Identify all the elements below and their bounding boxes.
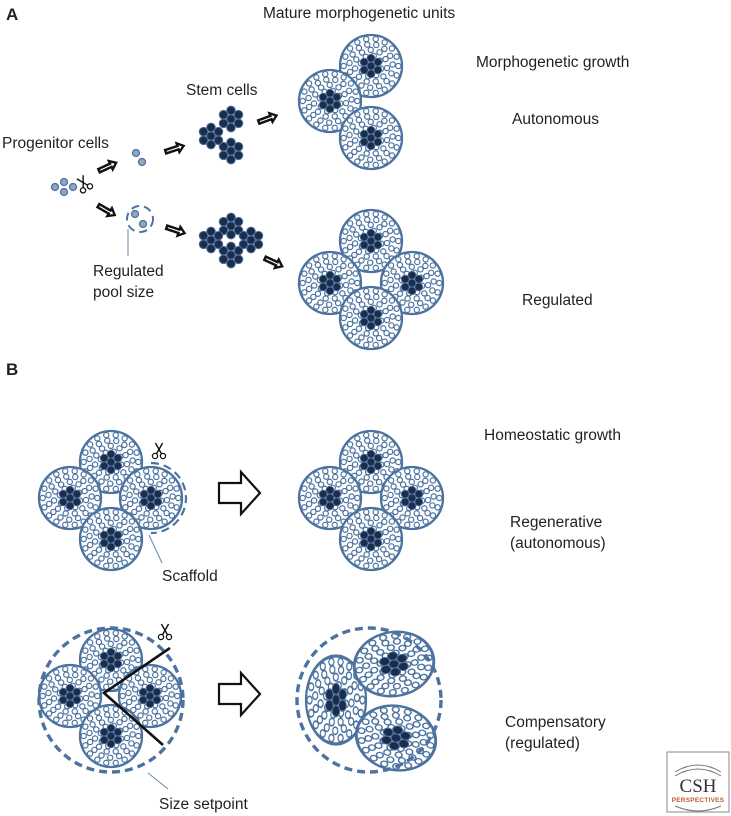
panel-a-letter: A bbox=[6, 5, 18, 24]
regenerative-label-line2: (autonomous) bbox=[510, 535, 606, 552]
unit-regulated-top bbox=[338, 208, 404, 274]
size-setpoint-label: Size setpoint bbox=[159, 796, 248, 813]
outline-arrow-icon bbox=[217, 670, 262, 718]
regulated-pool bbox=[126, 205, 154, 256]
unit-regen-after-right bbox=[379, 465, 445, 531]
stem-cells-label: Stem cells bbox=[186, 82, 258, 99]
scissors-icon bbox=[157, 623, 173, 641]
scissors-icon bbox=[151, 442, 167, 460]
compensatory-label-line2: (regulated) bbox=[505, 735, 580, 752]
unit-comp-before-bottom bbox=[78, 703, 144, 769]
unit-comp-after-bottom bbox=[354, 704, 438, 772]
regenerative-label-line1: Regenerative bbox=[510, 514, 602, 531]
compensated-setpoint-outline bbox=[295, 626, 443, 774]
stem-cells-regulated bbox=[198, 212, 264, 269]
scaffold-label: Scaffold bbox=[162, 568, 218, 585]
size-setpoint-dashed-outline bbox=[37, 626, 185, 790]
panel-a-header: Mature morphogenetic units bbox=[263, 5, 455, 22]
progenitor-cells-label: Progenitor cells bbox=[2, 135, 109, 152]
resection-wedge bbox=[101, 646, 171, 746]
stem-cells-autonomous bbox=[198, 105, 244, 165]
outline-arrow-icon bbox=[217, 469, 262, 517]
arrow-icon bbox=[260, 250, 288, 274]
autonomous-label: Autonomous bbox=[512, 111, 599, 128]
panel-b-letter: B bbox=[6, 360, 18, 379]
morphogenetic-growth-title: Morphogenetic growth bbox=[476, 54, 629, 71]
regulated-pool-label-line1: Regulated bbox=[93, 263, 164, 280]
arrow-icon bbox=[254, 107, 282, 130]
progenitor-pair-top bbox=[131, 148, 147, 167]
csh-perspectives-logo: CSH PERSPECTIVES bbox=[666, 751, 730, 813]
unit-comp-after-left bbox=[304, 654, 368, 746]
unit-regen-before-left bbox=[37, 465, 103, 531]
unit-autonomous-left bbox=[297, 68, 363, 134]
scaffold-dashed-outline bbox=[148, 461, 188, 564]
regulated-pool-label-line2: pool size bbox=[93, 284, 154, 301]
unit-regen-after-left bbox=[297, 465, 363, 531]
arrow-icon bbox=[93, 198, 121, 223]
unit-regen-before-right-cut bbox=[118, 465, 184, 531]
unit-regen-before-bottom bbox=[78, 506, 144, 572]
progenitor-cells bbox=[50, 177, 78, 197]
homeostatic-growth-title: Homeostatic growth bbox=[484, 427, 621, 444]
unit-regen-after-bottom bbox=[338, 506, 404, 572]
logo-main-text: CSH bbox=[680, 776, 717, 797]
unit-regulated-bottom bbox=[338, 285, 404, 351]
arrow-icon bbox=[94, 155, 122, 179]
regulated-label: Regulated bbox=[522, 292, 593, 309]
compensatory-label-line1: Compensatory bbox=[505, 714, 606, 731]
arrow-icon bbox=[162, 219, 190, 241]
scissors-icon bbox=[73, 173, 95, 195]
logo-sub-text: PERSPECTIVES bbox=[672, 797, 725, 804]
arrow-icon bbox=[161, 138, 189, 160]
unit-autonomous-bottom bbox=[338, 105, 404, 171]
